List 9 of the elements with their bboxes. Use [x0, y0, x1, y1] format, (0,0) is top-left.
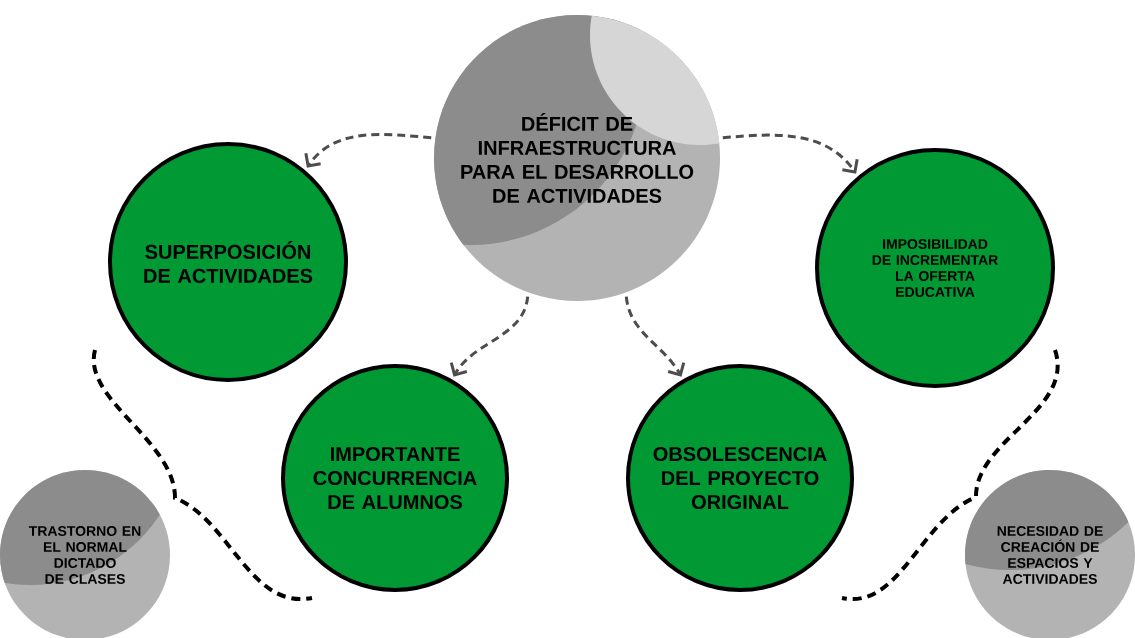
circle-node: SUPERPOSICIÓN DE ACTIVIDADES — [108, 142, 348, 382]
node-label: ACTIVIDADES — [1002, 574, 1097, 584]
arrow — [722, 133, 859, 174]
arrow — [624, 296, 686, 377]
circle-node: OBSOLESCENCIA DEL PROYECTO ORIGINAL — [626, 364, 854, 592]
arrow — [304, 133, 432, 168]
arrow — [449, 296, 530, 377]
circle-node: IMPOSIBILIDAD DE INCREMENTAR LA OFERTA EDUCATIVA — [815, 148, 1055, 388]
circle-node: IMPORTANTE CONCURRENCIA DE ALUMNOS — [281, 364, 509, 592]
